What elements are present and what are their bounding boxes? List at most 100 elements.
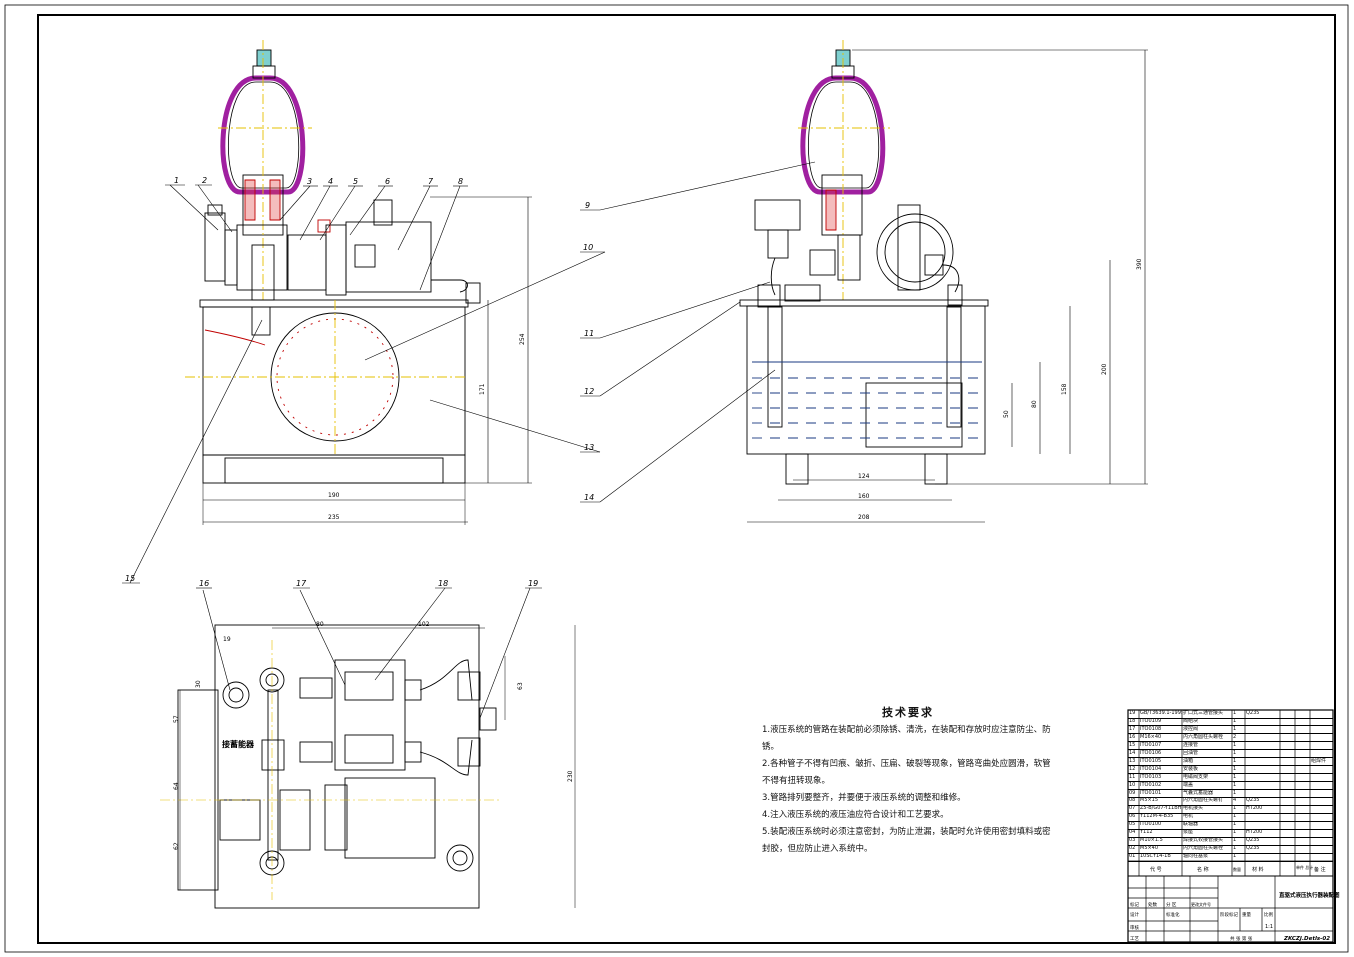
dim-19: 19 xyxy=(223,636,231,643)
tech-req-line: 2.各种管子不得有凹痕、皱折、压扁、破裂等现象，管路弯曲处应圆滑，软管 xyxy=(762,759,1051,769)
label-count: 处数 xyxy=(1148,901,1157,908)
dim-230: 230 xyxy=(567,770,574,782)
dim-160: 160 xyxy=(858,493,870,500)
bom-name: 内六角圆柱头螺栓 xyxy=(1183,845,1224,852)
bom-no: 07 xyxy=(1129,805,1136,812)
dim-50: 50 xyxy=(1003,410,1010,418)
leader-13: 13 xyxy=(584,443,594,452)
bom-material: Q235 xyxy=(1246,797,1260,804)
bom-no: 01 xyxy=(1129,853,1136,860)
bom-no: 12 xyxy=(1129,765,1136,772)
bom-code: Y112 xyxy=(1140,829,1153,836)
bom-material: Q235 xyxy=(1246,845,1260,852)
dim-190: 190 xyxy=(328,492,340,499)
bom-no: 05 xyxy=(1129,821,1136,828)
col-qty: 数量 xyxy=(1233,866,1241,872)
bom-code: ITO0107 xyxy=(1140,741,1162,748)
tech-req-title: 技术要求 xyxy=(882,706,934,719)
dim-62: 62 xyxy=(173,842,180,850)
bom-code: ITO0109 xyxy=(1140,717,1162,724)
leader-9: 9 xyxy=(585,201,590,210)
bom-no: 18 xyxy=(1129,717,1136,724)
bom-code: Y112M-4-B35 xyxy=(1140,813,1174,820)
bom-code: ITO0100 xyxy=(1140,821,1162,828)
tech-req-line: 5.装配液压系统时必须注意密封，为防止泄漏，装配时允许使用密封填料或密 xyxy=(762,827,1051,837)
bom-name: 焊接式铰接管接头 xyxy=(1183,837,1224,844)
bom-no: 02 xyxy=(1129,845,1136,852)
bom-no: 13 xyxy=(1129,757,1136,764)
bom-code: M5×40 xyxy=(1140,845,1159,852)
bom-qty: 1 xyxy=(1233,749,1237,756)
col-name: 名 称 xyxy=(1197,866,1209,873)
col-code: 代 号 xyxy=(1150,866,1162,873)
bom-qty: 2 xyxy=(1233,733,1237,740)
bom-qty: 1 xyxy=(1233,845,1237,852)
tech-req-line: 锈。 xyxy=(762,742,780,752)
bom-no: 15 xyxy=(1129,741,1136,748)
dim-158: 158 xyxy=(1061,383,1068,395)
bom-code: ITO0103 xyxy=(1140,773,1162,780)
tank-front xyxy=(202,306,466,456)
leader-lines xyxy=(122,161,816,719)
leader-2: 2 xyxy=(202,176,207,185)
tech-req-line: 封胶，但应防止进入系统中。 xyxy=(762,844,873,854)
bom-qty: 1 xyxy=(1233,813,1237,820)
dim-57: 57 xyxy=(173,715,180,723)
motor-top xyxy=(344,777,436,859)
leader-11: 11 xyxy=(584,329,594,338)
leader-14: 14 xyxy=(584,493,594,502)
bom-qty: 1 xyxy=(1233,853,1237,860)
bom-qty: 4 xyxy=(1233,797,1237,804)
leader-12: 12 xyxy=(584,387,594,396)
tech-req-line: 1.液压系统的管路在装配前必须除锈、清洗，在装配和存放时应注意防尘、防 xyxy=(762,725,1051,735)
bom-no: 19 xyxy=(1129,710,1136,716)
bom-code: ITO0104 xyxy=(1140,765,1162,772)
label-ratio: 比例 xyxy=(1264,911,1273,918)
bom-name: 油箱 xyxy=(1183,757,1194,764)
bom-qty: 1 xyxy=(1233,821,1237,828)
dim-124: 124 xyxy=(858,473,870,480)
bom-name: 电机 xyxy=(1183,813,1194,820)
bom-code: GB/T3639.1-1995 xyxy=(1140,710,1182,716)
label-zone: 分 区 xyxy=(1166,901,1177,908)
bom-name: 电磁阀支架 xyxy=(1183,773,1209,780)
dim-208: 208 xyxy=(858,514,870,521)
dim-80-top: 80 xyxy=(316,621,324,628)
label-sheets: 共 张 第 张 xyxy=(1230,935,1253,942)
bom-name: 回油管 xyxy=(1183,749,1199,756)
col-material: 材 料 xyxy=(1252,866,1264,873)
leader-5: 5 xyxy=(353,177,358,186)
top-view xyxy=(160,624,576,909)
bom-code: ITO0106 xyxy=(1140,749,1162,756)
bom-name: 轴向柱塞泵 xyxy=(1183,853,1209,860)
bom-code: M5×15 xyxy=(1140,797,1159,804)
tank-side xyxy=(746,305,986,455)
dim-171: 171 xyxy=(479,383,486,395)
bom-material: HT200 xyxy=(1246,805,1263,812)
bom-name: 连接管 xyxy=(1183,741,1199,748)
bom-material: HT200 xyxy=(1246,829,1263,836)
dim-80: 80 xyxy=(1031,400,1038,408)
bom-code: ITO0105 xyxy=(1140,757,1162,764)
bom-name: 阀组块 xyxy=(1183,717,1199,724)
dim-200: 200 xyxy=(1101,363,1108,375)
bom-qty: 1 xyxy=(1233,710,1237,716)
accumulator-left xyxy=(218,40,312,300)
dim-254: 254 xyxy=(519,333,526,345)
bom-no: 10 xyxy=(1129,781,1136,788)
bom-code: ITO0101 xyxy=(1140,789,1162,796)
bom-qty: 1 xyxy=(1233,789,1237,796)
bom-name: 联轴器 xyxy=(1183,821,1199,828)
valve-block-top xyxy=(334,659,406,771)
title-block-texts: 代 号 名 称 数量 材 料 单件 总计 备 注 直驱式液压执行器装配图 ZKC… xyxy=(1130,864,1340,942)
